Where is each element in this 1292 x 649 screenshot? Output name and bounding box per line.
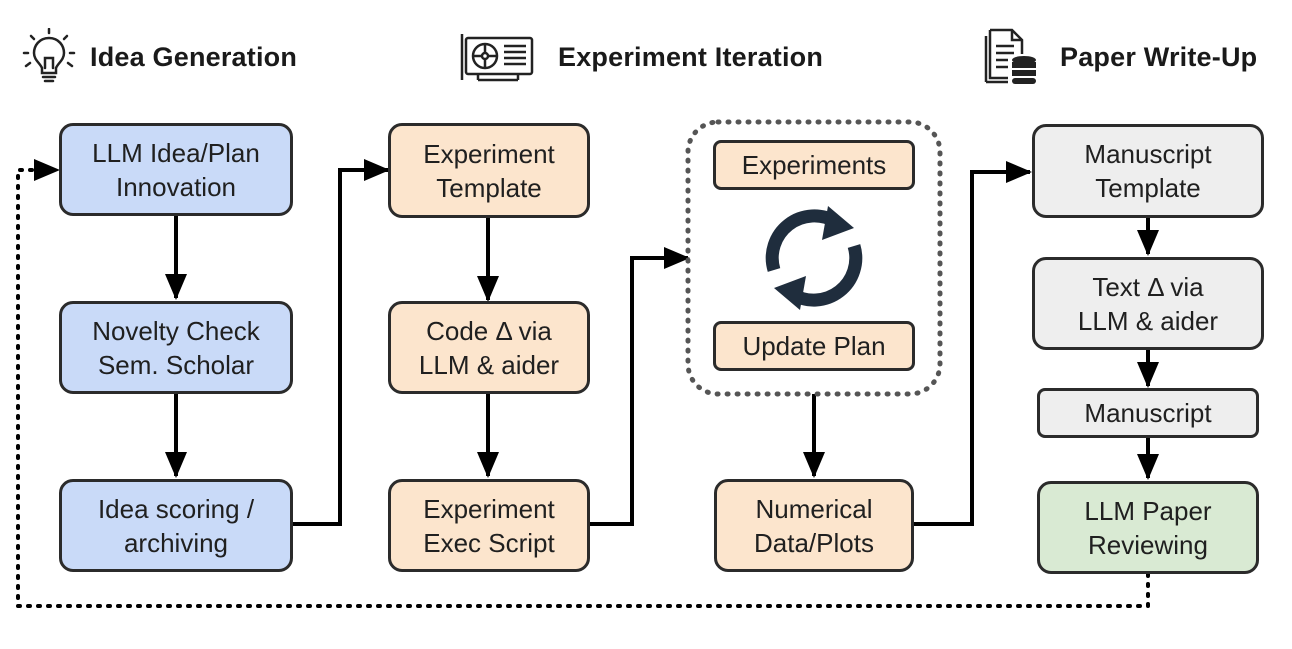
- arrow-exec-to-loop: [590, 247, 690, 526]
- node-llm-idea: LLM Idea/Plan Innovation: [59, 123, 293, 216]
- document-database-icon: [982, 26, 1038, 88]
- dotted-feedback-loop: [16, 159, 1150, 608]
- arrow-numerical-to-manuscript: [914, 161, 1032, 526]
- node-code-delta: Code Δ via LLM & aider: [388, 301, 590, 394]
- refresh-cycle-icon: [765, 206, 863, 310]
- arrow-scoring-to-template: [293, 159, 390, 526]
- node-manuscript: Manuscript: [1037, 388, 1259, 438]
- section-title-idea: Idea Generation: [90, 41, 298, 72]
- lightbulb-icon: [22, 28, 76, 86]
- section-header-paper: Paper Write-Up: [982, 26, 1257, 88]
- node-manuscript-template: Manuscript Template: [1032, 124, 1264, 218]
- gpu-card-icon: [458, 30, 538, 84]
- node-idea-scoring: Idea scoring / archiving: [59, 479, 293, 572]
- node-experiment-template: Experiment Template: [388, 123, 590, 218]
- section-header-idea: Idea Generation: [22, 28, 297, 86]
- node-experiments: Experiments: [713, 140, 915, 190]
- node-text-delta: Text Δ via LLM & aider: [1032, 257, 1264, 350]
- node-exec-script: Experiment Exec Script: [388, 479, 590, 572]
- node-llm-reviewing: LLM Paper Reviewing: [1037, 481, 1259, 574]
- node-novelty-check: Novelty Check Sem. Scholar: [59, 301, 293, 394]
- node-numerical-data: Numerical Data/Plots: [714, 479, 914, 572]
- section-title-experiment: Experiment Iteration: [558, 41, 824, 72]
- iteration-loop-group: [685, 119, 943, 397]
- section-header-experiment: Experiment Iteration: [458, 30, 823, 84]
- node-update-plan: Update Plan: [713, 321, 915, 371]
- section-title-paper: Paper Write-Up: [1060, 41, 1258, 72]
